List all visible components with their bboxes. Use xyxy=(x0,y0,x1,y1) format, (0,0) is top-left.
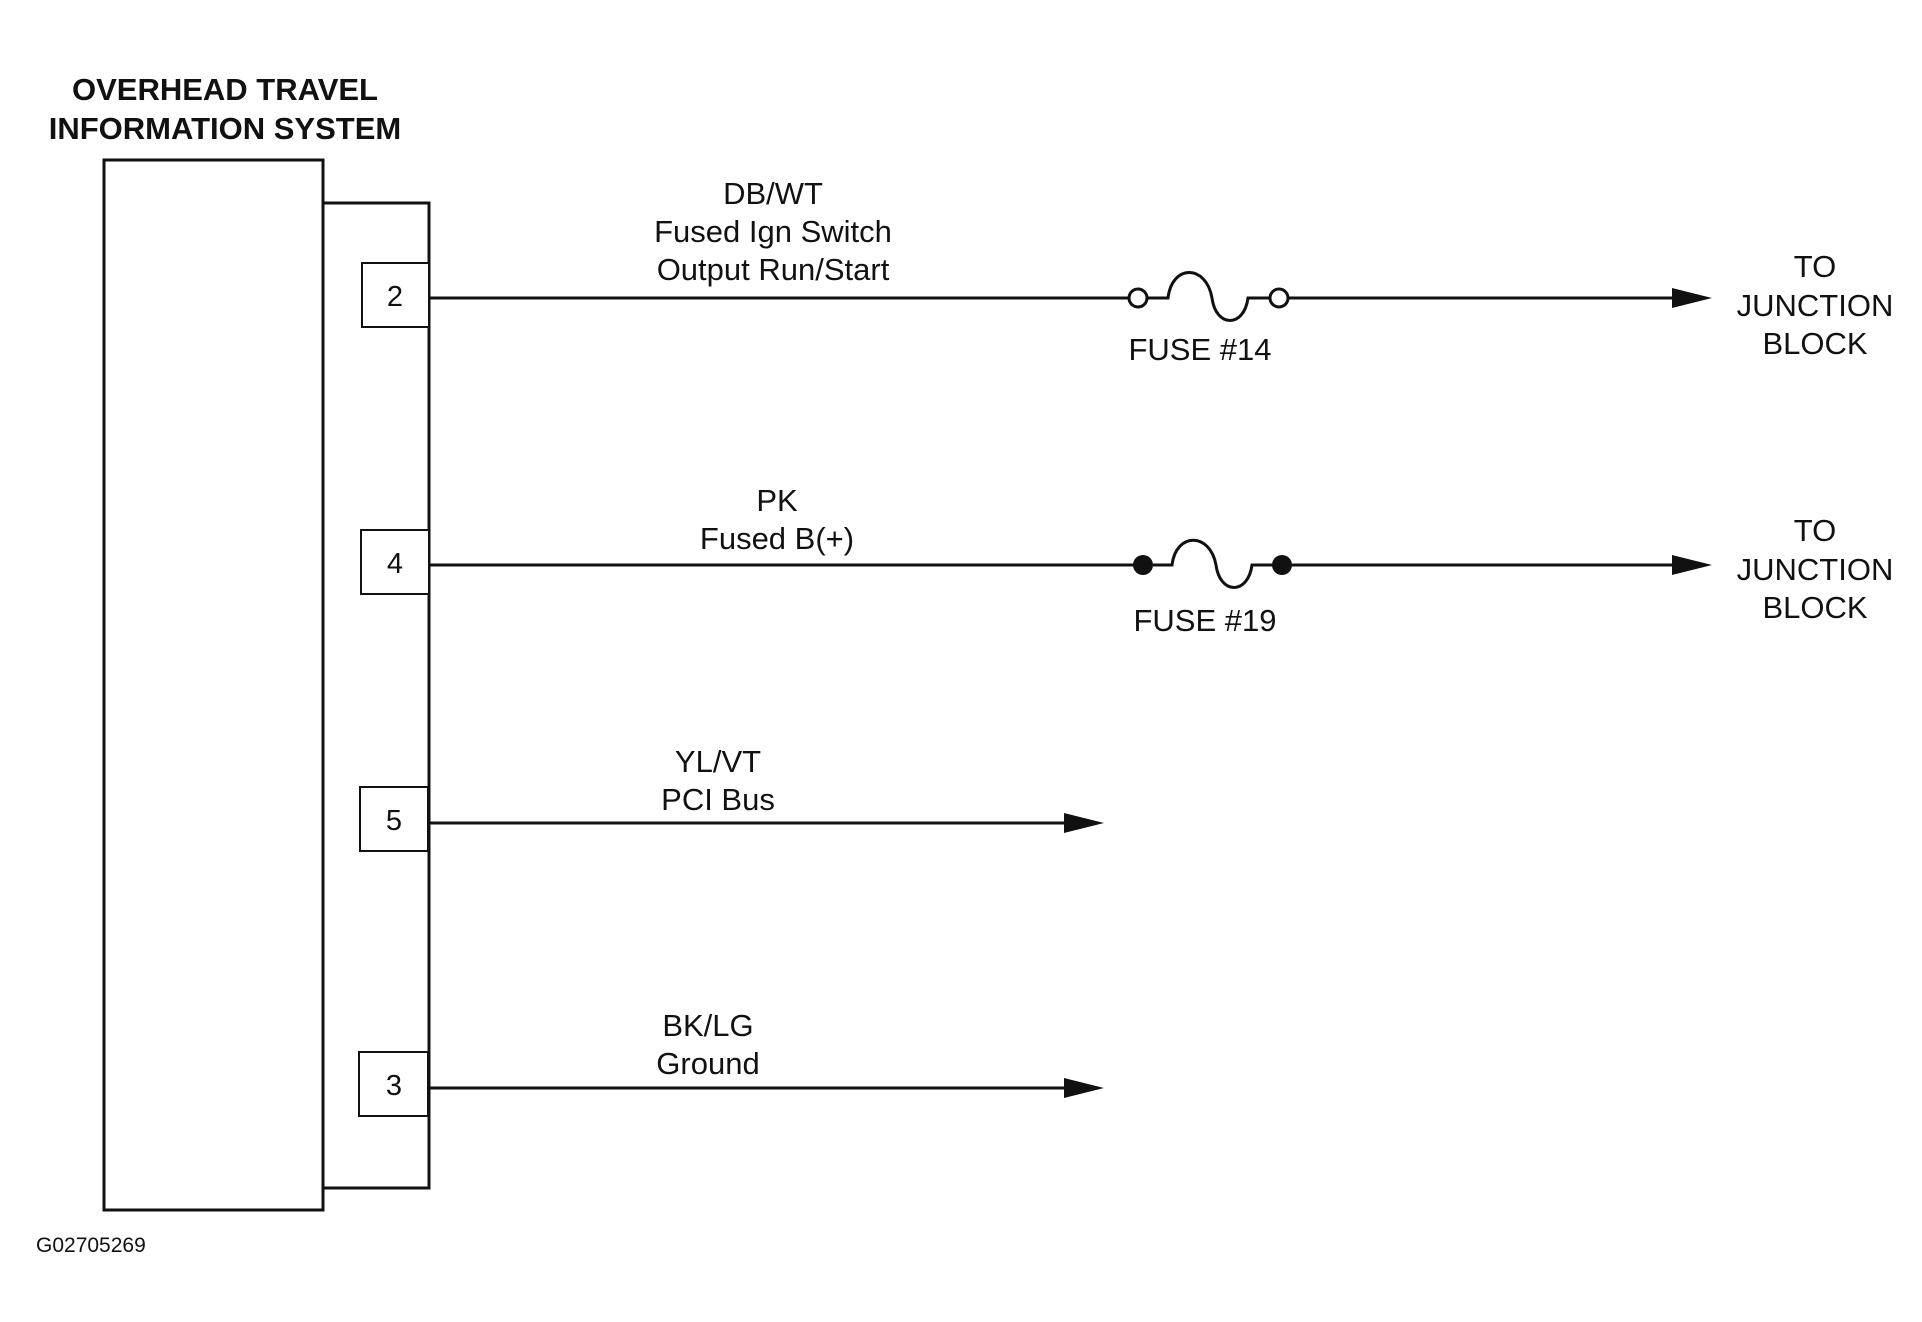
wire-pin-3 xyxy=(428,1078,1104,1098)
pin-2-label: 2 xyxy=(387,281,403,313)
module-body xyxy=(102,158,325,1212)
arrow-head-icon xyxy=(1064,1078,1104,1098)
wire-pin-2 xyxy=(429,271,1712,322)
wire-color-pk: PK xyxy=(756,483,798,518)
wire-function-line2: Output Run/Start xyxy=(657,252,890,287)
wire-function-line1: Fused B(+) xyxy=(700,521,854,556)
pin-3-label: 3 xyxy=(386,1070,402,1102)
wire-color-dbwt: DB/WT xyxy=(723,176,823,211)
wire-pin-5 xyxy=(428,813,1104,833)
fuse-19-label: FUSE #19 xyxy=(1133,603,1276,638)
fuse-14-symbol xyxy=(1127,271,1290,322)
figure-id: G02705269 xyxy=(36,1234,146,1257)
wire-color-bklg: BK/LG xyxy=(662,1008,753,1043)
dest-label-line3: BLOCK xyxy=(1762,326,1867,361)
pin-box-4: 4 xyxy=(360,529,430,595)
wire-function-line1: Ground xyxy=(656,1046,759,1081)
dest-label-line1: TO xyxy=(1794,249,1837,284)
pin-4-label: 4 xyxy=(387,548,403,580)
connector-block xyxy=(321,201,431,1190)
pin-box-2: 2 xyxy=(361,262,430,328)
dest-label-line1: TO xyxy=(1794,513,1837,548)
arrow-head-icon xyxy=(1064,813,1104,833)
pin-5-label: 5 xyxy=(386,805,402,837)
arrow-head-icon xyxy=(1672,288,1712,308)
pin-box-3: 3 xyxy=(358,1051,429,1117)
wire-function-line1: Fused Ign Switch xyxy=(654,214,892,249)
fuse-19-symbol xyxy=(1133,538,1292,589)
dest-label-line2: JUNCTION xyxy=(1737,552,1894,587)
wire-function-line1: PCI Bus xyxy=(661,782,775,817)
arrow-head-icon xyxy=(1672,555,1712,575)
pin-box-5: 5 xyxy=(359,786,429,852)
wire-pin-4 xyxy=(429,538,1712,589)
module-title-line1: OVERHEAD TRAVEL xyxy=(72,72,378,107)
dest-label-line3: BLOCK xyxy=(1762,590,1867,625)
dest-label-line2: JUNCTION xyxy=(1737,288,1894,323)
wire-color-ylvt: YL/VT xyxy=(675,744,761,779)
module-title-line2: INFORMATION SYSTEM xyxy=(49,111,401,146)
fuse-14-label: FUSE #14 xyxy=(1128,332,1271,367)
